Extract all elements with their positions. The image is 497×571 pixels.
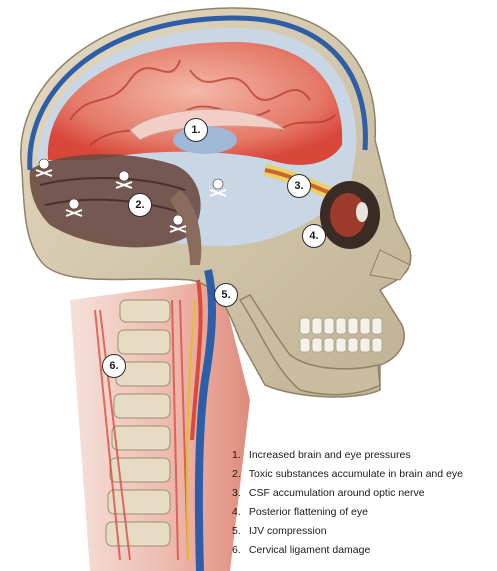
legend-item: 2. Toxic substances accumulate in brain … [232, 465, 494, 484]
legend-text: Posterior flattening of eye [248, 506, 368, 518]
cervical-spine [105, 299, 171, 547]
brain-stem [170, 190, 202, 265]
legend-text: Cervical ligament damage [248, 544, 371, 556]
legend-item: 4. Posterior flattening of eye [232, 503, 494, 522]
marker-4: 4. [302, 224, 326, 248]
legend-item: 5. IJV compression [232, 522, 494, 541]
marker-6: 6. [102, 354, 126, 378]
legend-text: Toxic substances accumulate in brain and… [248, 468, 463, 480]
eyeball [330, 193, 366, 237]
legend-text: IJV compression [248, 525, 327, 537]
legend-list: 1. Increased brain and eye pressures 2. … [232, 446, 494, 560]
legend-number: 1. [232, 449, 241, 461]
teeth [299, 317, 383, 353]
legend-item: 3. CSF accumulation around optic nerve [232, 484, 494, 503]
vagus-nerve [186, 299, 196, 561]
corpus-callosum [129, 108, 286, 141]
legend-number: 6. [232, 544, 241, 556]
legend-text: CSF accumulation around optic nerve [248, 487, 425, 499]
marker-1: 1. [184, 118, 208, 142]
marker-2: 2. [128, 193, 152, 217]
skull-crossbones-icon [35, 158, 227, 233]
carotid-artery [190, 279, 203, 441]
marker-5: 5. [214, 283, 238, 307]
internal-jugular-vein [194, 269, 216, 571]
legend-item: 6. Cervical ligament damage [232, 541, 494, 560]
legend-number: 5. [232, 525, 241, 537]
legend-number: 4. [232, 506, 241, 518]
superior-sagittal-sinus [27, 15, 368, 171]
brain-cortex [47, 41, 343, 165]
legend-item: 1. Increased brain and eye pressures [232, 446, 494, 465]
legend-number: 2. [232, 468, 241, 480]
legend-text: Increased brain and eye pressures [248, 449, 411, 461]
legend-number: 3. [232, 487, 241, 499]
marker-3: 3. [287, 174, 311, 198]
mandible [238, 294, 381, 396]
